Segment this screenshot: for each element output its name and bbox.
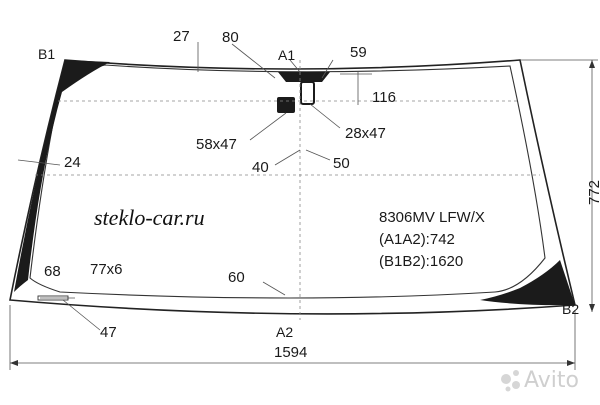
dim-60: 60: [228, 269, 245, 286]
corner-band-b2: [480, 260, 575, 306]
dim-77x6: 77x6: [90, 261, 123, 278]
dim-116: 116: [372, 89, 396, 106]
dim-772: 772: [586, 180, 600, 205]
top-center-band: [278, 72, 330, 82]
dim-40: 40: [252, 159, 269, 176]
dim-58x47: 58x47: [196, 136, 237, 153]
corner-band-b1: [14, 60, 110, 292]
sensor-58x47: [277, 97, 295, 113]
dim-80: 80: [222, 29, 239, 46]
dim-28x47: 28x47: [345, 125, 386, 142]
site-name: steklo-car.ru: [94, 205, 205, 230]
label-a1: A1: [278, 47, 295, 63]
glass-outline: [9, 59, 576, 315]
dim-59: 59: [350, 44, 367, 61]
dim-68: 68: [44, 263, 61, 280]
spec-model: 8306MV LFW/X: [379, 209, 485, 226]
glass-inner-border: [29, 64, 546, 299]
label-b2: B2: [562, 301, 579, 317]
label-b1: B1: [38, 46, 55, 62]
dim-1594: 1594: [274, 344, 307, 361]
marker-77x6: [37, 295, 69, 301]
dim-24: 24: [64, 154, 81, 171]
spec-a1a2: (A1A2):742: [379, 231, 455, 248]
spec-b1b2: (B1B2):1620: [379, 253, 463, 270]
watermark-text: Avito: [524, 368, 579, 393]
label-a2: A2: [276, 324, 293, 340]
dim-47: 47: [100, 324, 117, 341]
sensor-28x47: [300, 81, 315, 105]
avito-logo-icon: [501, 370, 520, 392]
dim-27: 27: [173, 28, 190, 45]
dim-50: 50: [333, 155, 350, 172]
